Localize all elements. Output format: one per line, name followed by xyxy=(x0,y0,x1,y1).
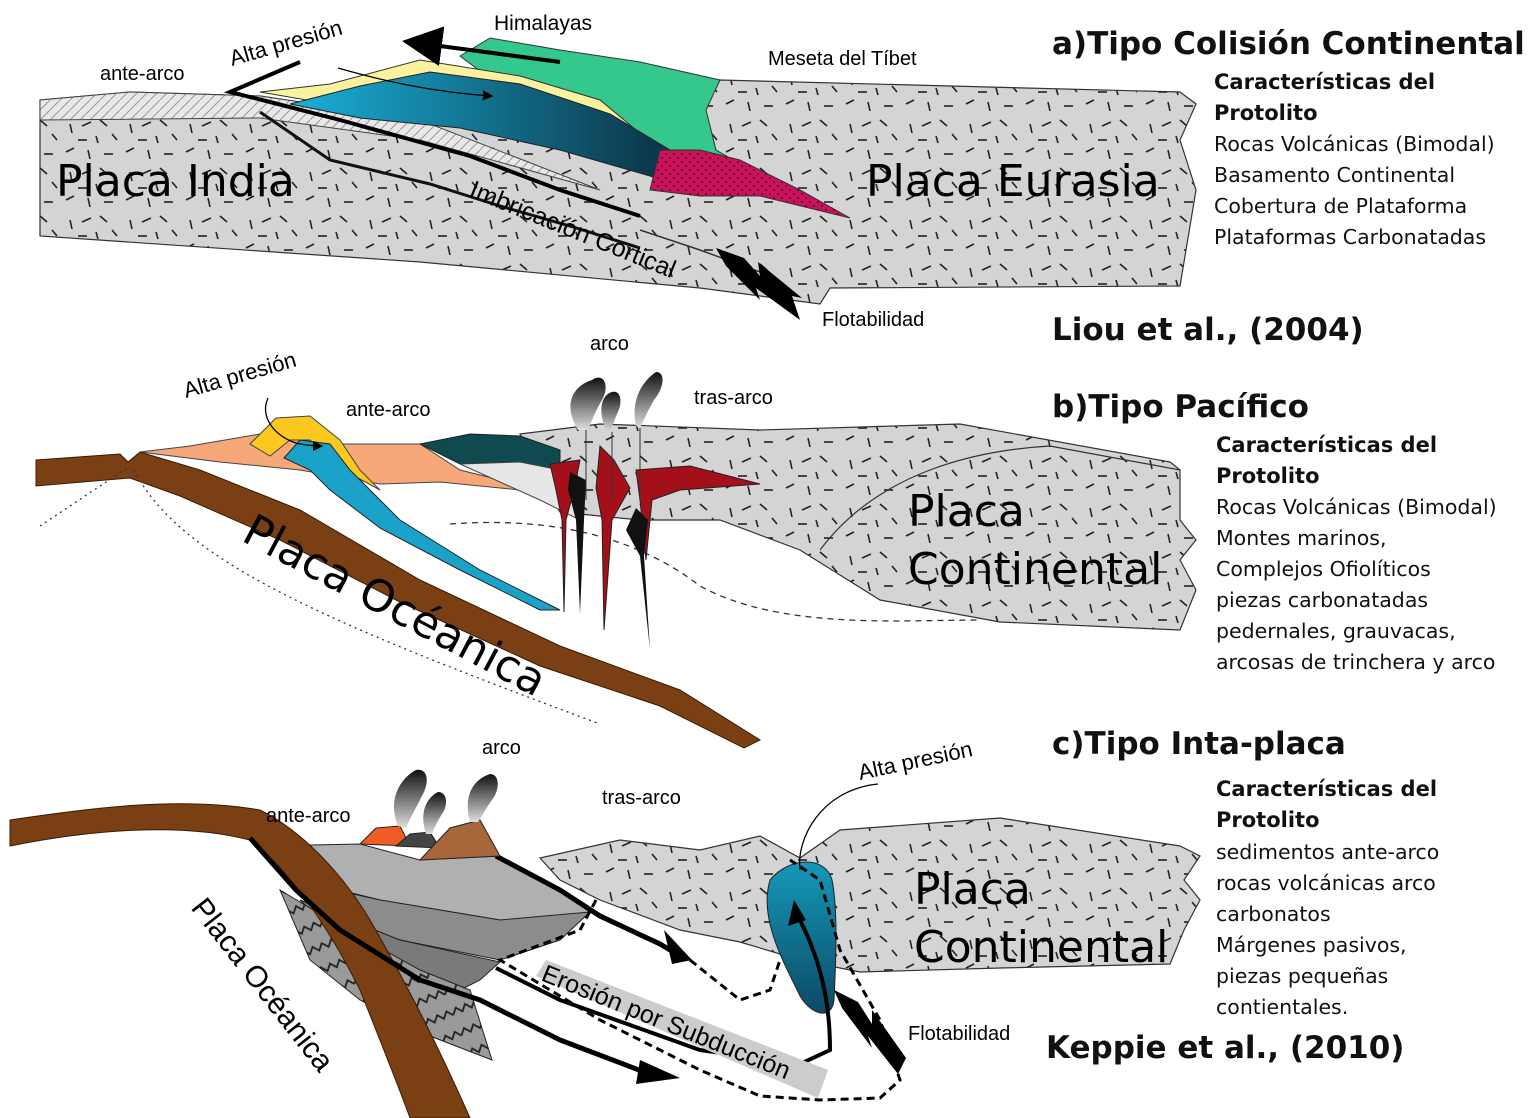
label-ante-arco-c: ante-arco xyxy=(266,805,351,827)
list-item: Rocas Volcánicas (Bimodal) xyxy=(1214,129,1495,160)
panel-c-title: c)Tipo Inta-placa xyxy=(1052,726,1346,762)
list-item: piezas carbonatadas xyxy=(1216,585,1497,616)
panel-b-protolith-heading-1: Características del xyxy=(1216,430,1437,461)
label-placa-continental-b-2: Continental xyxy=(908,544,1162,595)
list-item: sedimentos ante-arco xyxy=(1216,837,1439,868)
panel-c-protolith-list: sedimentos ante-arco rocas volcánicas ar… xyxy=(1216,837,1439,1023)
panel-b-title: b)Tipo Pacífico xyxy=(1052,389,1309,425)
list-item: Márgenes pasivos, xyxy=(1216,930,1439,961)
panel-c-arrow-head-2 xyxy=(664,930,692,964)
label-ante-arco-a: ante-arco xyxy=(100,63,185,85)
label-tras-arco-c: tras-arco xyxy=(602,787,681,809)
list-item: Complejos Ofiolíticos xyxy=(1216,554,1497,585)
label-placa-india: Placa India xyxy=(56,156,295,207)
label-flotabilidad-c: Flotabilidad xyxy=(908,1023,1010,1045)
list-item: contientales. xyxy=(1216,992,1439,1023)
panel-c-protolith-heading-1: Características del xyxy=(1216,774,1437,805)
panel-b-continental-crust xyxy=(520,424,1196,630)
list-item: Plataformas Carbonatadas xyxy=(1214,222,1495,253)
label-ante-arco-b: ante-arco xyxy=(346,399,431,421)
panel-a-protolith-heading-1: Características del xyxy=(1214,67,1435,98)
list-item: rocas volcánicas arco xyxy=(1216,868,1439,899)
panel-a-title: a)Tipo Colisión Continental xyxy=(1052,26,1525,62)
label-erosion-subduccion: Erosión por Subducción xyxy=(538,960,795,1085)
label-flotabilidad-a: Flotabilidad xyxy=(822,309,924,331)
label-placa-continental-c-2: Continental xyxy=(914,922,1168,973)
panel-b-protolith-list: Rocas Volcánicas (Bimodal) Montes marino… xyxy=(1216,492,1497,678)
panel-a-protolith-list: Rocas Volcánicas (Bimodal) Basamento Con… xyxy=(1214,129,1495,253)
list-item: carbonatos xyxy=(1216,899,1439,930)
list-item: Cobertura de Plataforma xyxy=(1214,191,1495,222)
panel-c-dashed-lower xyxy=(690,960,780,1000)
label-arco-c: arco xyxy=(482,737,521,759)
list-item: Rocas Volcánicas (Bimodal) xyxy=(1216,492,1497,523)
list-item: Basamento Continental xyxy=(1214,160,1495,191)
label-placa-continental-b-1: Placa xyxy=(908,486,1025,537)
panel-c-arrow-head-1 xyxy=(636,1060,680,1084)
list-item: pedernales, grauvacas, xyxy=(1216,616,1497,647)
list-item: piezas pequeñas xyxy=(1216,961,1439,992)
panel-c-citation: Keppie et al., (2010) xyxy=(1046,1030,1404,1066)
panel-c-protolith-heading-2: Protolito xyxy=(1216,805,1320,836)
label-alta-presion-c: Alta presión xyxy=(856,736,975,785)
label-himalayas: Himalayas xyxy=(494,12,592,35)
panel-a-protolith-heading-2: Protolito xyxy=(1214,98,1318,129)
label-arco-b: arco xyxy=(590,333,629,355)
list-item: arcosas de trinchera y arco xyxy=(1216,647,1497,678)
panel-c-volcanoes xyxy=(360,770,500,860)
label-alta-presion-b: Alta presión xyxy=(180,347,299,403)
panel-a-citation: Liou et al., (2004) xyxy=(1052,312,1364,348)
label-meseta-tibet: Meseta del Tíbet xyxy=(768,48,917,70)
list-item: Montes marinos, xyxy=(1216,523,1497,554)
label-tras-arco-b: tras-arco xyxy=(694,387,773,409)
label-placa-eurasia: Placa Eurasia xyxy=(866,156,1160,207)
panel-b-protolith-heading-2: Protolito xyxy=(1216,461,1320,492)
label-alta-presion-a: Alta presión xyxy=(226,15,345,71)
label-placa-continental-c-1: Placa xyxy=(914,864,1031,915)
